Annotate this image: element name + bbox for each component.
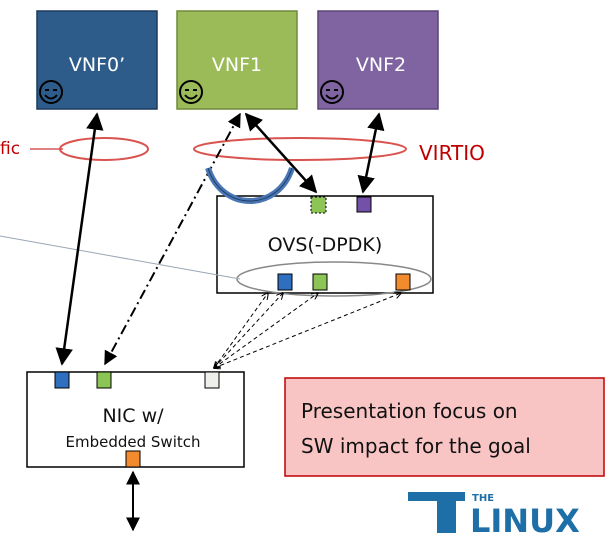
logo-bar-cap [456, 492, 465, 501]
smiley-face-icon [320, 80, 344, 104]
nic-label-line2: Embedded Switch [66, 433, 201, 451]
logo-big-text: LINUX [470, 502, 580, 534]
vnf1-nic-dashdot-arrow [104, 112, 241, 366]
ovs-port-orange [395, 273, 411, 291]
focus-line2: SW impact for the goal [301, 434, 531, 458]
logo-small-text: THE [472, 493, 494, 504]
nic-port-blue [54, 371, 70, 389]
linux-logo: THE LINUX [408, 492, 580, 534]
vnf1-label: VNF1 [212, 54, 262, 76]
ovs-port-blue [277, 273, 293, 291]
ovs-box: OVS(-DPDK) [216, 195, 434, 297]
ovs-port-green [312, 273, 328, 291]
nic-ovs-fan-arrows [214, 293, 401, 368]
virtio-label: VIRTIO [419, 141, 485, 165]
vnf0-box: VNF0’ [36, 10, 158, 110]
smiley-face-icon [179, 80, 203, 104]
logo-bar-top [408, 492, 456, 501]
focus-callout: Presentation focus on SW impact for the … [284, 377, 605, 477]
vnf0-label: VNF0’ [69, 54, 125, 76]
ovs-port-vnf1 [310, 196, 327, 214]
nic-label-line1: NIC w/ [102, 405, 164, 427]
nic-port-orange [125, 450, 141, 468]
nic-port-light [204, 371, 220, 389]
smiley-face-icon [39, 80, 63, 104]
logo-bar-left [437, 501, 456, 533]
vnf1-ovs-arrow [244, 112, 318, 194]
vnf0-link-ellipse [59, 137, 149, 161]
nic-port-green [96, 371, 112, 389]
vnf1-curve-outline [207, 167, 293, 202]
vnf1-box: VNF1 [176, 10, 298, 110]
vnf0-nic-arrow [55, 112, 104, 366]
traffic-label: fic [0, 139, 20, 159]
ovs-port-vnf2 [356, 196, 372, 213]
pointer-line [0, 235, 241, 280]
vnf2-ovs-arrow [357, 112, 385, 194]
vnf2-label: VNF2 [356, 54, 406, 76]
vnf2-box: VNF2 [317, 10, 439, 110]
ovs-label: OVS(-DPDK) [268, 234, 383, 256]
nic-box: NIC w/ Embedded Switch [26, 371, 245, 468]
focus-line1: Presentation focus on [301, 399, 518, 423]
